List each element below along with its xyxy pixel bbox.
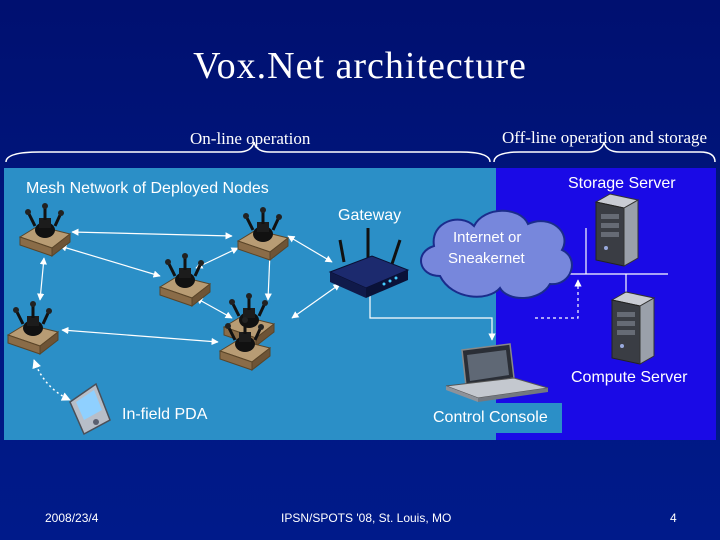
- laptop-icon: [445, 343, 549, 402]
- cloud-icon: [420, 209, 573, 300]
- server-dashed-link: [535, 279, 582, 319]
- online-section-label: On-line operation: [190, 129, 311, 148]
- cloud-label-line1: Internet or: [453, 229, 522, 246]
- footer-page-number: 4: [670, 511, 677, 525]
- compute-server-icon: [611, 291, 655, 365]
- control-console-label-bg: [494, 403, 562, 433]
- compute-server-label: Compute Server: [571, 369, 688, 386]
- storage-server-label: Storage Server: [568, 175, 676, 192]
- mesh-network-label: Mesh Network of Deployed Nodes: [26, 180, 269, 197]
- storage-server-icon: [595, 193, 639, 267]
- gateway-label: Gateway: [338, 207, 402, 224]
- footer-date: 2008/23/4: [45, 511, 99, 525]
- offline-section-label: Off-line operation and storage: [502, 128, 708, 147]
- cloud-label-line2: Sneakernet: [448, 250, 525, 267]
- pda-dotted-link: [32, 359, 71, 401]
- control-console-label: Control Console: [433, 409, 548, 426]
- pda-icon: [69, 382, 111, 436]
- online-brace: [5, 141, 491, 163]
- offline-brace: [493, 141, 716, 163]
- pda-label: In-field PDA: [122, 406, 208, 423]
- slide-title: Vox.Net architecture: [193, 45, 527, 87]
- footer-venue: IPSN/SPOTS '08, St. Louis, MO: [281, 511, 452, 525]
- wireless-router-icon: [328, 228, 410, 298]
